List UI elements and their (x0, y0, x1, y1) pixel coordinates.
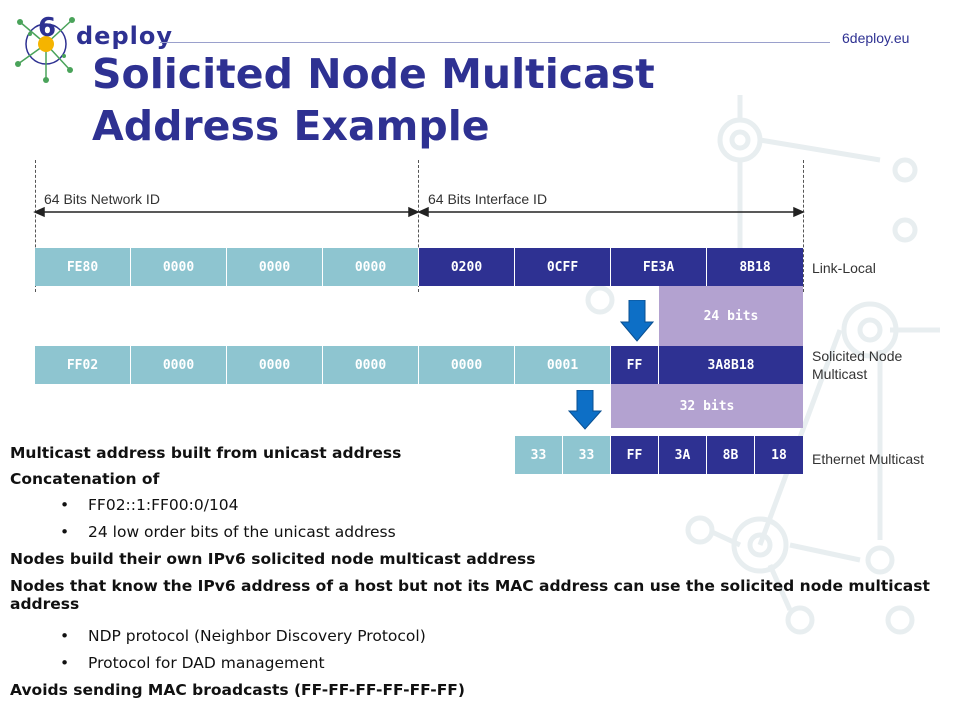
svg-text:6: 6 (38, 13, 56, 43)
ethernet-cell: FF (611, 436, 659, 474)
solicited-label: Solicited Node Multicast (812, 348, 903, 382)
sub-bullet-text: 24 low order bits of the unicast address (60, 523, 396, 541)
bullet-text: Multicast address built from unicast add… (10, 444, 402, 462)
solicited-cell: FF (611, 346, 659, 384)
logo-icon: 6 (15, 13, 75, 83)
bullet-text: Avoids sending MAC broadcasts (FF-FF-FF-… (10, 681, 465, 699)
ethernet-row: 33 33 FF 3A 8B 18 (515, 436, 803, 474)
guide-line-middle (418, 160, 419, 292)
solicited-row: FF02 0000 0000 0000 0000 0001 FF 3A8B18 (35, 346, 803, 384)
link-local-cell: FE80 (35, 248, 131, 286)
bullet-text: Concatenation of (10, 470, 160, 488)
down-arrow-icon (568, 390, 602, 430)
page-title: Solicited Node Multicast Address Example (92, 50, 655, 150)
bits-32-band: 32 bits (611, 384, 803, 428)
bullet-text: Nodes that know the IPv6 address of a ho… (10, 577, 940, 613)
sub-bullet-text: Protocol for DAD management (60, 654, 325, 672)
bullet-text: Nodes build their own IPv6 solicited nod… (10, 550, 536, 568)
link-local-cell: 0000 (131, 248, 227, 286)
solicited-cell: FF02 (35, 346, 131, 384)
header-divider (160, 42, 830, 43)
solicited-cell: 0000 (227, 346, 323, 384)
bullet-text-long: Nodes that know the IPv6 address of a ho… (10, 577, 930, 613)
solicited-cell: 0001 (515, 346, 611, 384)
ethernet-cell: 3A (659, 436, 707, 474)
link-local-cell: 0000 (227, 248, 323, 286)
link-local-label: Link-Local (812, 260, 876, 276)
solicited-cell: 0000 (419, 346, 515, 384)
link-local-cell: 8B18 (707, 248, 803, 286)
network-id-label: 64 Bits Network ID (44, 191, 160, 207)
interface-id-label: 64 Bits Interface ID (428, 191, 548, 207)
down-arrow-icon (620, 300, 654, 342)
solicited-cell: 3A8B18 (659, 346, 803, 384)
link-local-row: FE80 0000 0000 0000 0200 0CFF FE3A 8B18 (35, 248, 803, 286)
bit-range-arrows (33, 206, 805, 218)
ethernet-cell: 33 (515, 436, 563, 474)
solicited-cell: 0000 (131, 346, 227, 384)
site-url[interactable]: 6deploy.eu (842, 30, 910, 46)
guide-line-right (803, 160, 804, 292)
link-local-cell: 0000 (323, 248, 419, 286)
sub-bullet-text: FF02::1:FF00:0/104 (60, 496, 238, 514)
sub-bullet-text: NDP protocol (Neighbor Discovery Protoco… (60, 627, 426, 645)
link-local-cell: 0200 (419, 248, 515, 286)
ethernet-label: Ethernet Multicast (812, 451, 925, 467)
solicited-cell: 0000 (323, 346, 419, 384)
ethernet-cell: 18 (755, 436, 803, 474)
bits-24-band: 24 bits (659, 286, 803, 346)
ethernet-cell: 8B (707, 436, 755, 474)
guide-line-left (35, 160, 36, 292)
ethernet-cell: 33 (563, 436, 611, 474)
link-local-cell: FE3A (611, 248, 707, 286)
link-local-cell: 0CFF (515, 248, 611, 286)
logo-wordmark: deploy (76, 22, 173, 50)
